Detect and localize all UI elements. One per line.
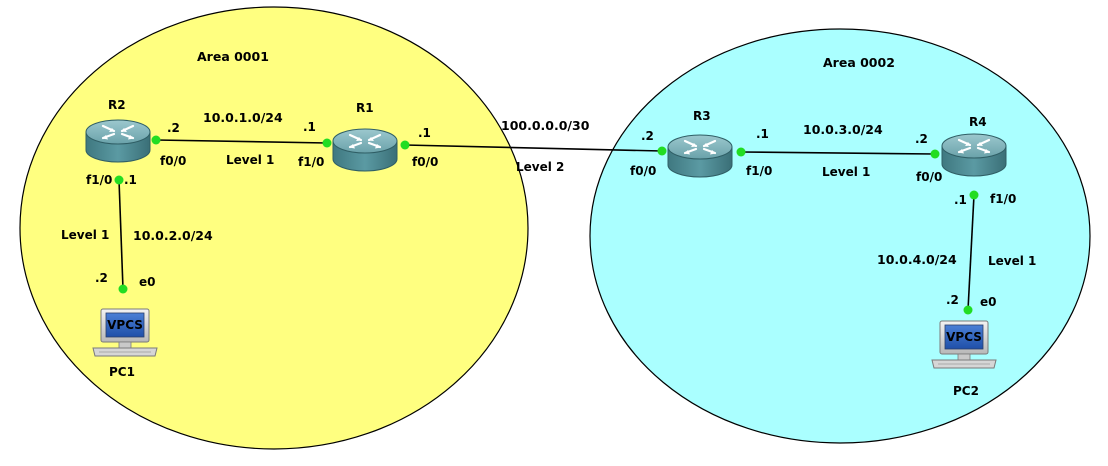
interface-label-r4-f0-0: f0/0 [916,170,942,184]
port-r4-f0-0[interactable] [930,149,940,159]
vpcs-pc-icon [931,320,997,369]
host-label-r3-f1-0: .1 [756,127,769,141]
vpcs-pc-icon [92,308,158,357]
router-r1[interactable] [331,127,399,173]
host-label-pc2-e0: .2 [946,293,959,307]
port-r4-f1-0[interactable] [969,190,979,200]
vpcs-badge: VPCS [946,330,982,344]
network-label-r4-pc2: 10.0.4.0/24 [877,252,957,267]
port-r2-f0-0[interactable] [151,135,161,145]
port-r1-f1-0[interactable] [322,138,332,148]
network-label-r2-pc1: 10.0.2.0/24 [133,228,213,243]
router-icon [331,127,399,173]
port-pc1-e0[interactable] [118,284,128,294]
interface-label-r3-f0-0: f0/0 [630,164,656,178]
vpcs-badge: VPCS [107,318,143,332]
host-label-r4-f0-0: .2 [915,132,928,146]
area-0002-region [589,28,1091,444]
interface-label-r1-f1-0: f1/0 [298,155,324,169]
network-label-r2-r1: 10.0.1.0/24 [203,110,283,125]
port-indicators [114,135,979,315]
port-r1-f0-0[interactable] [400,140,410,150]
interface-label-r4-f1-0: f1/0 [990,192,1016,206]
port-r3-f0-0[interactable] [657,146,667,156]
device-label-r3: R3 [693,109,711,123]
level-label-r2-r1: Level 1 [226,153,274,167]
port-r3-f1-0[interactable] [736,147,746,157]
link-r3-r4[interactable] [740,151,936,155]
interface-label-pc2-e0: e0 [980,295,997,309]
router-r4[interactable] [940,132,1008,178]
router-icon [84,118,152,164]
device-label-pc2: PC2 [953,384,979,398]
device-label-pc1: PC1 [109,365,135,379]
interface-label-r2-f0-0: f0/0 [160,154,186,168]
network-label-r1-r3: 100.0.0.0/30 [501,118,590,133]
area-0002-label: Area 0002 [823,55,895,70]
interface-label-r2-f1-0: f1/0 [86,173,112,187]
host-label-r4-f1-0: .1 [954,193,967,207]
interface-label-r3-f1-0: f1/0 [746,164,772,178]
host-label-r3-f0-0: .2 [641,129,654,143]
links [118,139,975,311]
link-r2-pc1[interactable] [118,179,124,290]
host-label-r2-f1-0: .1 [124,173,137,187]
device-label-r1: R1 [356,101,374,115]
interface-label-pc1-e0: e0 [139,275,156,289]
link-r1-r3[interactable] [404,144,663,152]
level-label-r4-pc2: Level 1 [988,254,1036,268]
router-r2[interactable] [84,118,152,164]
pc-pc1[interactable]: VPCS [92,308,158,357]
router-r3[interactable] [666,133,734,179]
port-r2-f1-0[interactable] [114,175,124,185]
router-icon [666,133,734,179]
port-pc2-e0[interactable] [963,305,973,315]
router-icon [940,132,1008,178]
interface-label-r1-f0-0: f0/0 [412,155,438,169]
level-label-r3-r4: Level 1 [822,165,870,179]
host-label-r2-f0-0: .2 [167,121,180,135]
pc-pc2[interactable]: VPCS [931,320,997,369]
link-r4-pc2[interactable] [967,194,975,311]
host-label-r1-f0-0: .1 [418,126,431,140]
network-label-r3-r4: 10.0.3.0/24 [803,122,883,137]
host-label-r1-f1-0: .1 [303,120,316,134]
level-label-r1-r3: Level 2 [516,160,564,174]
host-label-pc1-e0: .2 [95,271,108,285]
link-r2-r1[interactable] [155,139,328,144]
level-label-r2-pc1: Level 1 [61,228,109,242]
area-0001-label: Area 0001 [197,49,269,64]
device-label-r2: R2 [108,98,126,112]
device-label-r4: R4 [969,115,987,129]
